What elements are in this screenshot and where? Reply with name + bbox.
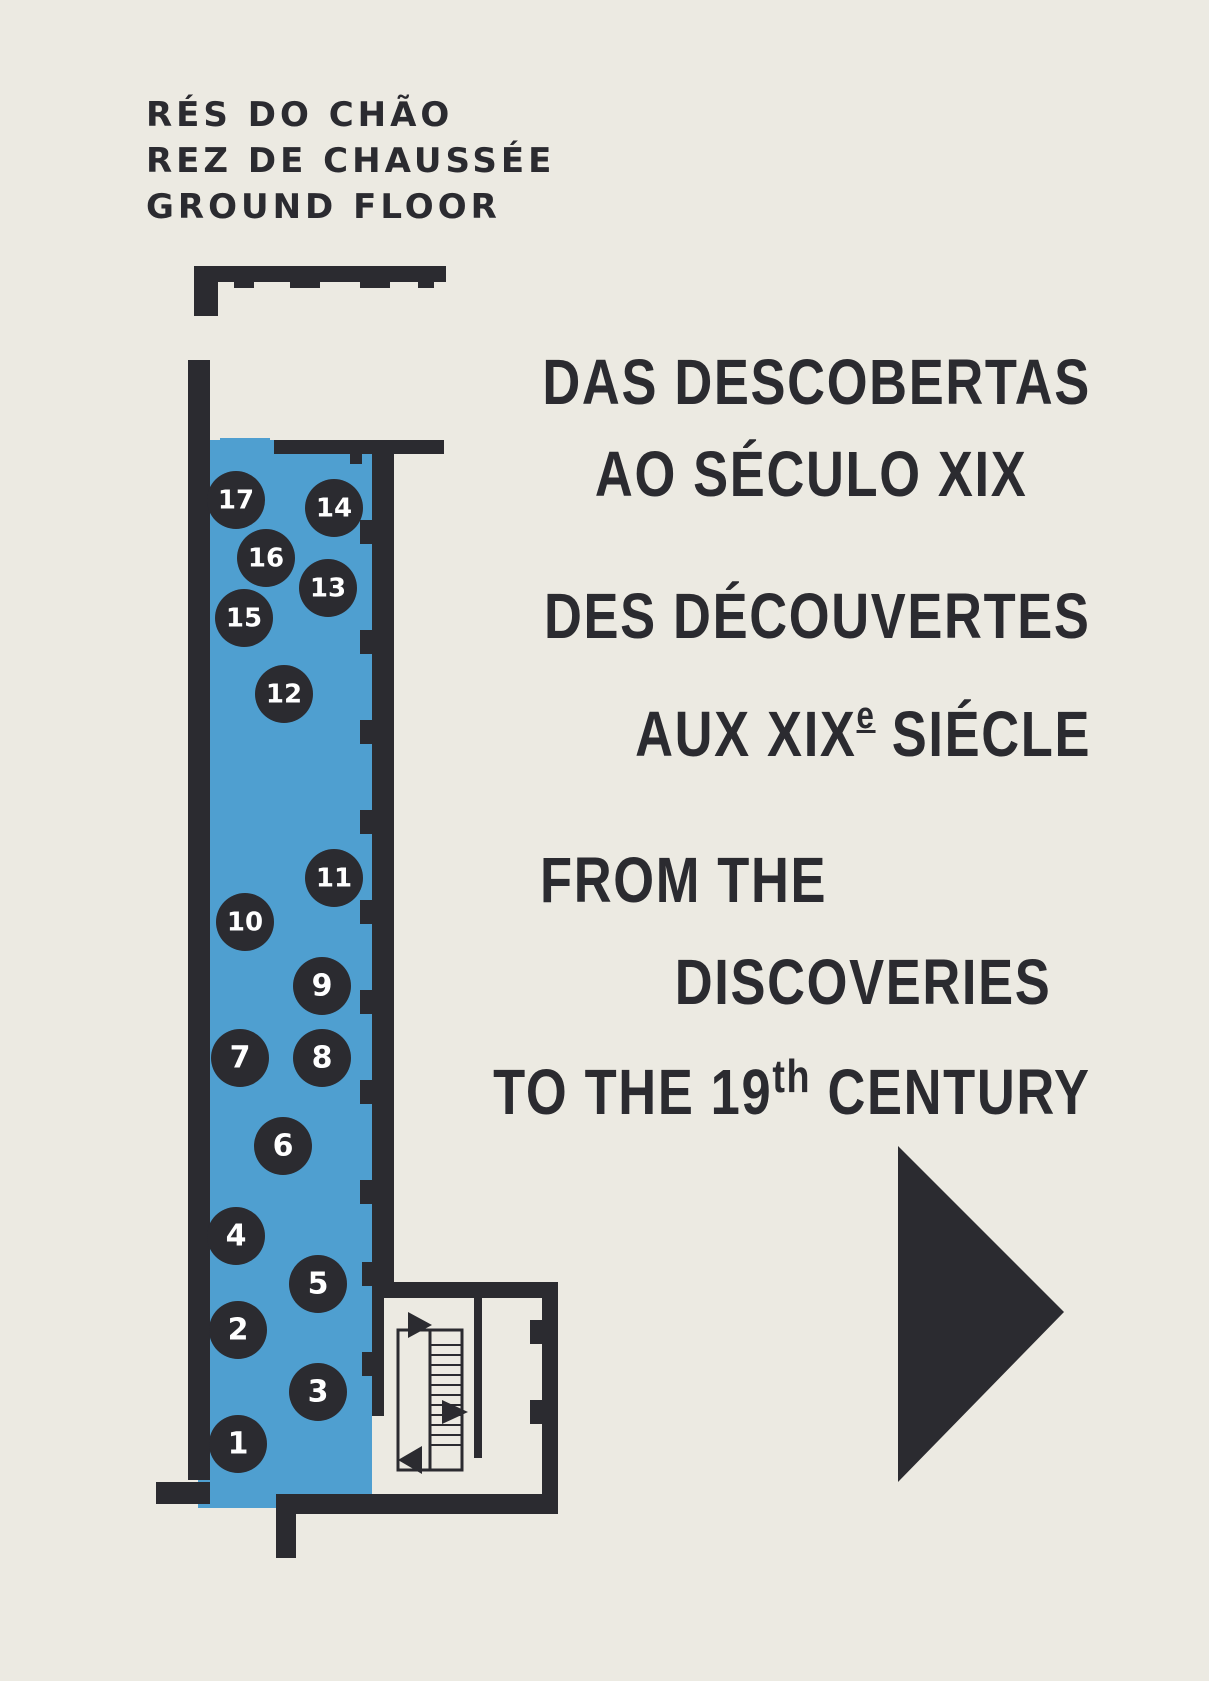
room-marker-10: 10 <box>216 893 274 951</box>
room-marker-circle <box>293 1029 351 1087</box>
room-marker-13: 13 <box>299 559 357 617</box>
heading-fr-line2-suffix: SIÉCLE <box>875 698 1091 770</box>
room-marker-circle <box>207 471 265 529</box>
room-marker-3: 3 <box>289 1363 347 1421</box>
floor-title-pt: RÉS DO CHÃO <box>146 95 454 135</box>
room-marker-circle <box>209 1415 267 1473</box>
floor-title-fr: REZ DE CHAUSSÉE <box>146 141 556 181</box>
room-marker-circle <box>289 1255 347 1313</box>
room-number: 9 <box>312 969 333 1004</box>
room-marker-4: 4 <box>207 1207 265 1265</box>
room-number: 16 <box>248 544 284 574</box>
room-marker-14: 14 <box>305 479 363 537</box>
heading-pt-line2: AO SÉCULO XIX <box>594 438 1027 510</box>
room-marker-circle <box>299 559 357 617</box>
room-number: 11 <box>316 864 352 894</box>
room-marker-circle <box>237 529 295 587</box>
room-marker-circle <box>305 479 363 537</box>
room-marker-circle <box>255 665 313 723</box>
room-marker-2: 2 <box>209 1301 267 1359</box>
room-number: 1 <box>228 1427 249 1462</box>
heading-en-line2: DISCOVERIES <box>674 946 1051 1018</box>
room-number: 7 <box>230 1041 251 1076</box>
room-number: 14 <box>316 494 352 524</box>
room-number: 4 <box>226 1219 247 1254</box>
room-marker-1: 1 <box>209 1415 267 1473</box>
room-marker-8: 8 <box>293 1029 351 1087</box>
room-marker-16: 16 <box>237 529 295 587</box>
room-marker-circle <box>207 1207 265 1265</box>
heading-en-line3: TO THE 19th CENTURY <box>494 1040 1091 1128</box>
room-marker-9: 9 <box>293 957 351 1015</box>
room-marker-12: 12 <box>255 665 313 723</box>
heading-en-line3-sup: th <box>772 1050 812 1102</box>
room-markers: 17 14 16 13 15 12 11 10 9 7 8 6 4 5 2 3 1 <box>207 471 363 1473</box>
room-number: 8 <box>312 1041 333 1076</box>
room-number: 5 <box>308 1267 329 1302</box>
stairs-icon <box>396 1312 468 1474</box>
room-marker-circle <box>254 1117 312 1175</box>
heading-pt-line1: DAS DESCOBERTAS <box>542 346 1091 418</box>
room-marker-circle <box>209 1301 267 1359</box>
heading-fr-line2-prefix: AUX XIX <box>634 698 857 770</box>
room-marker-15: 15 <box>215 589 273 647</box>
room-marker-7: 7 <box>211 1029 269 1087</box>
heading-fr-line1: DES DÉCOUVERTES <box>544 580 1091 652</box>
room-number: 3 <box>308 1375 329 1410</box>
heading-en-line3-suffix: CENTURY <box>811 1056 1091 1128</box>
floor-title-block: RÉS DO CHÃO REZ DE CHAUSSÉE GROUND FLOOR <box>146 92 555 230</box>
floor-title-en: GROUND FLOOR <box>146 187 501 227</box>
room-number: 10 <box>227 908 263 938</box>
room-number: 6 <box>273 1129 294 1164</box>
room-number: 15 <box>226 604 262 634</box>
room-marker-circle <box>289 1363 347 1421</box>
room-number: 13 <box>310 574 346 604</box>
room-marker-5: 5 <box>289 1255 347 1313</box>
room-marker-circle <box>215 589 273 647</box>
heading-fr-line2: AUX XIXe SIÉCLE <box>635 680 1091 770</box>
room-marker-circle <box>211 1029 269 1087</box>
heading-fr-line2-sup: e <box>856 695 876 737</box>
room-marker-11: 11 <box>305 849 363 907</box>
room-number: 17 <box>218 486 254 516</box>
room-marker-circle <box>293 957 351 1015</box>
room-marker-circle <box>216 893 274 951</box>
heading-en-line1: FROM THE <box>539 844 827 916</box>
walls <box>156 266 558 1558</box>
heading-en-line3-prefix: TO THE 19 <box>493 1056 773 1128</box>
room-marker-6: 6 <box>254 1117 312 1175</box>
room-marker-17: 17 <box>207 471 265 529</box>
room-marker-circle <box>305 849 363 907</box>
room-number: 2 <box>228 1313 249 1348</box>
right-triangle-arrow-icon <box>898 1146 1064 1482</box>
room-number: 12 <box>266 680 302 710</box>
gallery-top-opening <box>220 438 270 444</box>
